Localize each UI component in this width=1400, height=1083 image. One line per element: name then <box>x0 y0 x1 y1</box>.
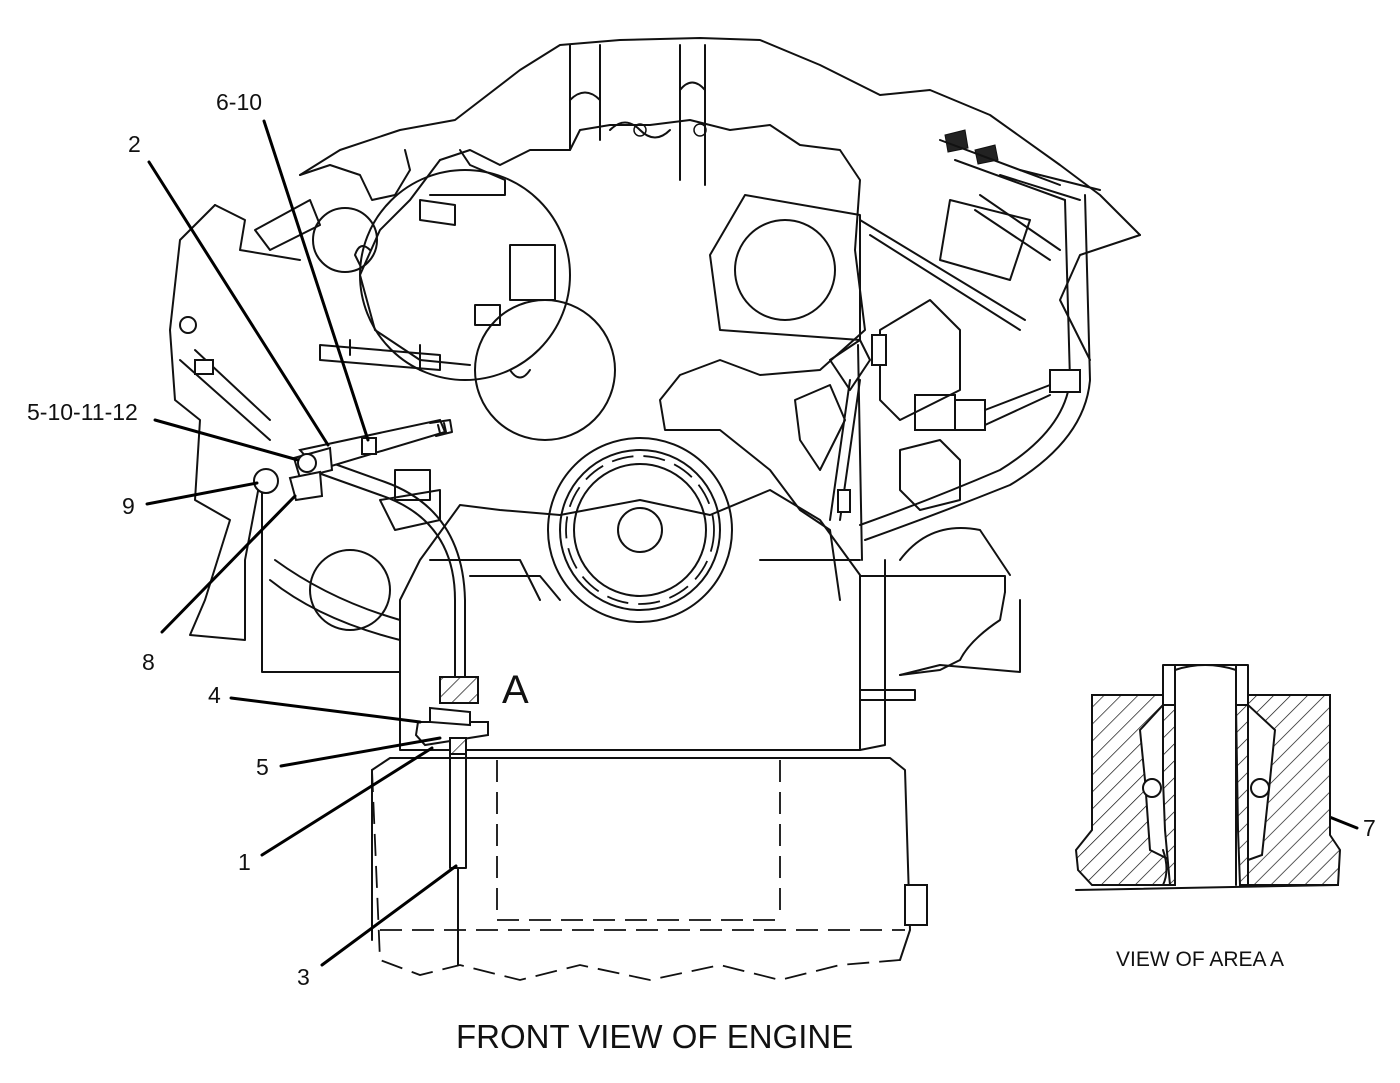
callout-2: 2 <box>128 131 141 157</box>
callout-9: 9 <box>122 493 135 519</box>
area-a-marker: A <box>502 668 529 712</box>
callout-7: 7 <box>1363 815 1376 841</box>
callout-labels: 6-10 2 5-10-11-12 9 8 4 5 1 3 7 A VIEW O… <box>27 89 1376 1055</box>
diagram-title: FRONT VIEW OF ENGINE <box>456 1018 853 1055</box>
callout-5: 5 <box>256 754 269 780</box>
detail-view-a <box>1074 664 1342 891</box>
callout-1: 1 <box>238 849 251 875</box>
oil-pan-drawing <box>371 757 928 981</box>
callout-8: 8 <box>142 649 155 675</box>
callout-3: 3 <box>297 964 310 990</box>
engine-block-drawing <box>169 37 1141 751</box>
callout-5-10-11-12: 5-10-11-12 <box>27 399 138 425</box>
callout-6-10: 6-10 <box>216 89 262 115</box>
detail-view-caption: VIEW OF AREA A <box>1116 948 1284 971</box>
callout-4: 4 <box>208 682 221 708</box>
